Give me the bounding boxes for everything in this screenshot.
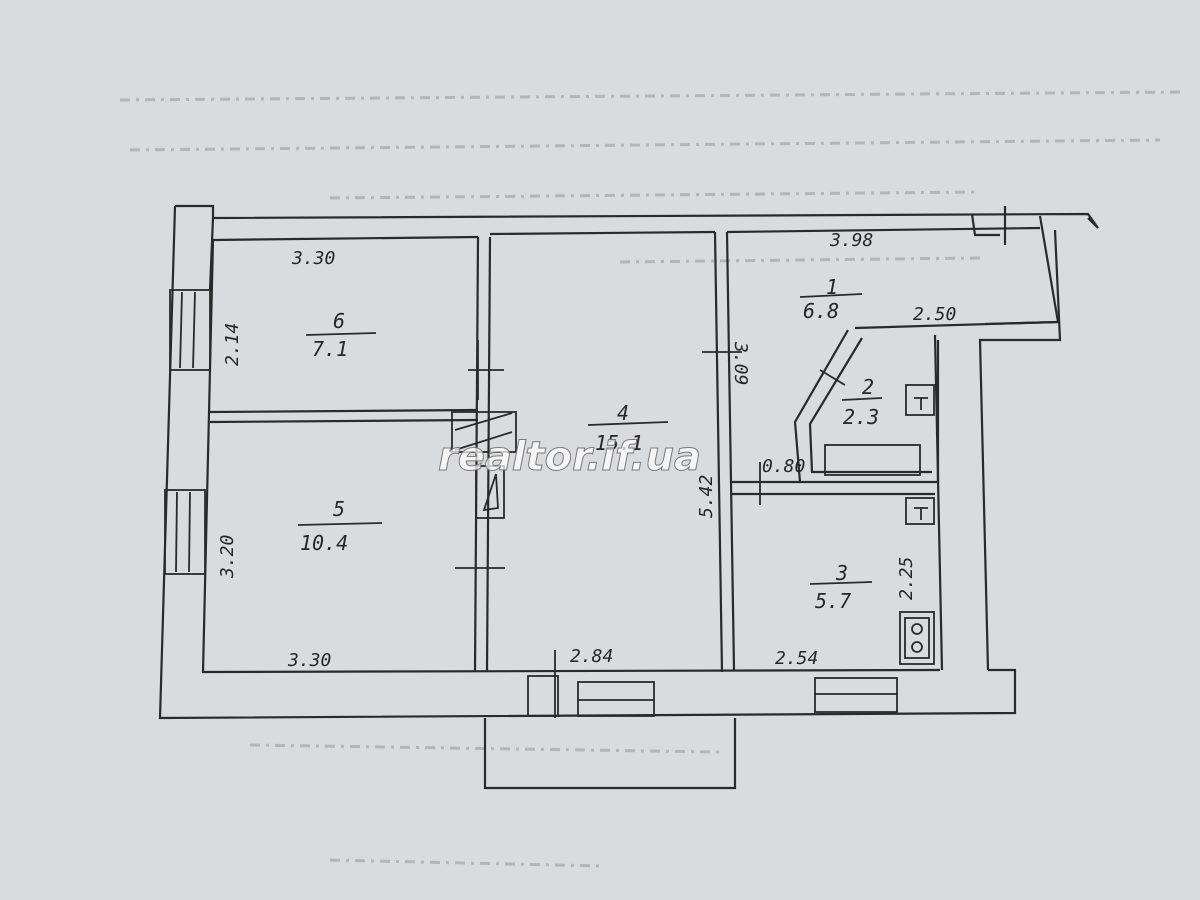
dim-room6-width: 3.30 — [291, 248, 335, 269]
dim-room1-height: 3.09 — [730, 341, 751, 385]
dim-bottom-mid-width: 2.84 — [570, 646, 613, 667]
room-5-area: 10.4 — [300, 531, 348, 555]
room-4-area: 15.1 — [595, 431, 643, 455]
dim-bottom-right-width: 2.54 — [775, 648, 818, 669]
sink — [905, 384, 935, 416]
room-3-number: 3 — [835, 561, 848, 585]
fixtures — [451, 384, 935, 665]
dim-room3-height: 2.25 — [896, 557, 917, 600]
watermark: realtor.if.ua — [438, 434, 701, 480]
room-1-area: 6.8 — [803, 299, 839, 323]
room-3-area: 5.7 — [815, 589, 851, 613]
room-labels: 1 6.8 2 2.3 3 5.7 4 15.1 5 10.4 6 7.1 — [297, 275, 883, 613]
dim-passage-width: 0.80 — [762, 456, 805, 477]
stove — [899, 611, 935, 665]
dim-bottom-left-width: 3.30 — [287, 650, 331, 671]
dim-top-right-width: 3.98 — [829, 230, 873, 251]
left-windows — [164, 289, 211, 575]
dimension-labels: 3.30 3.98 2.50 2.14 3.20 3.09 5.42 0.80 … — [217, 230, 956, 671]
room-1-number: 1 — [826, 275, 838, 299]
bathtub — [824, 444, 921, 476]
dim-room5-height: 3.20 — [217, 535, 238, 579]
dim-room6-height: 2.14 — [222, 323, 243, 366]
room-2-number: 2 — [862, 375, 874, 399]
room-5-number: 5 — [333, 497, 345, 521]
interior-walls — [209, 226, 1059, 673]
room-4-number: 4 — [617, 401, 629, 425]
room-6-number: 6 — [333, 309, 345, 333]
kitchen-sink — [905, 497, 935, 525]
room-6-area: 7.1 — [312, 337, 348, 361]
paper-background-marks — [119, 90, 1181, 868]
room-2-area: 2.3 — [843, 405, 879, 429]
dim-corridor-width: 2.50 — [913, 304, 956, 325]
door-marks — [455, 340, 846, 569]
balcony — [483, 650, 898, 790]
dim-room4-height: 5.42 — [696, 475, 717, 518]
